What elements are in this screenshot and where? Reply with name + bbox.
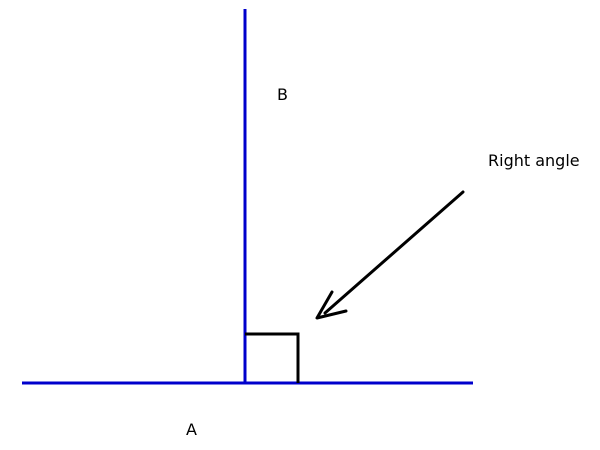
- right-angle-marker: [245, 332, 300, 383]
- arrow-shaft: [323, 190, 465, 315]
- arrow-head: [315, 290, 348, 320]
- label-a: A: [186, 420, 197, 439]
- label-b: B: [277, 85, 288, 104]
- label-right-angle: Right angle: [488, 151, 580, 170]
- annotation-arrow: [315, 190, 465, 320]
